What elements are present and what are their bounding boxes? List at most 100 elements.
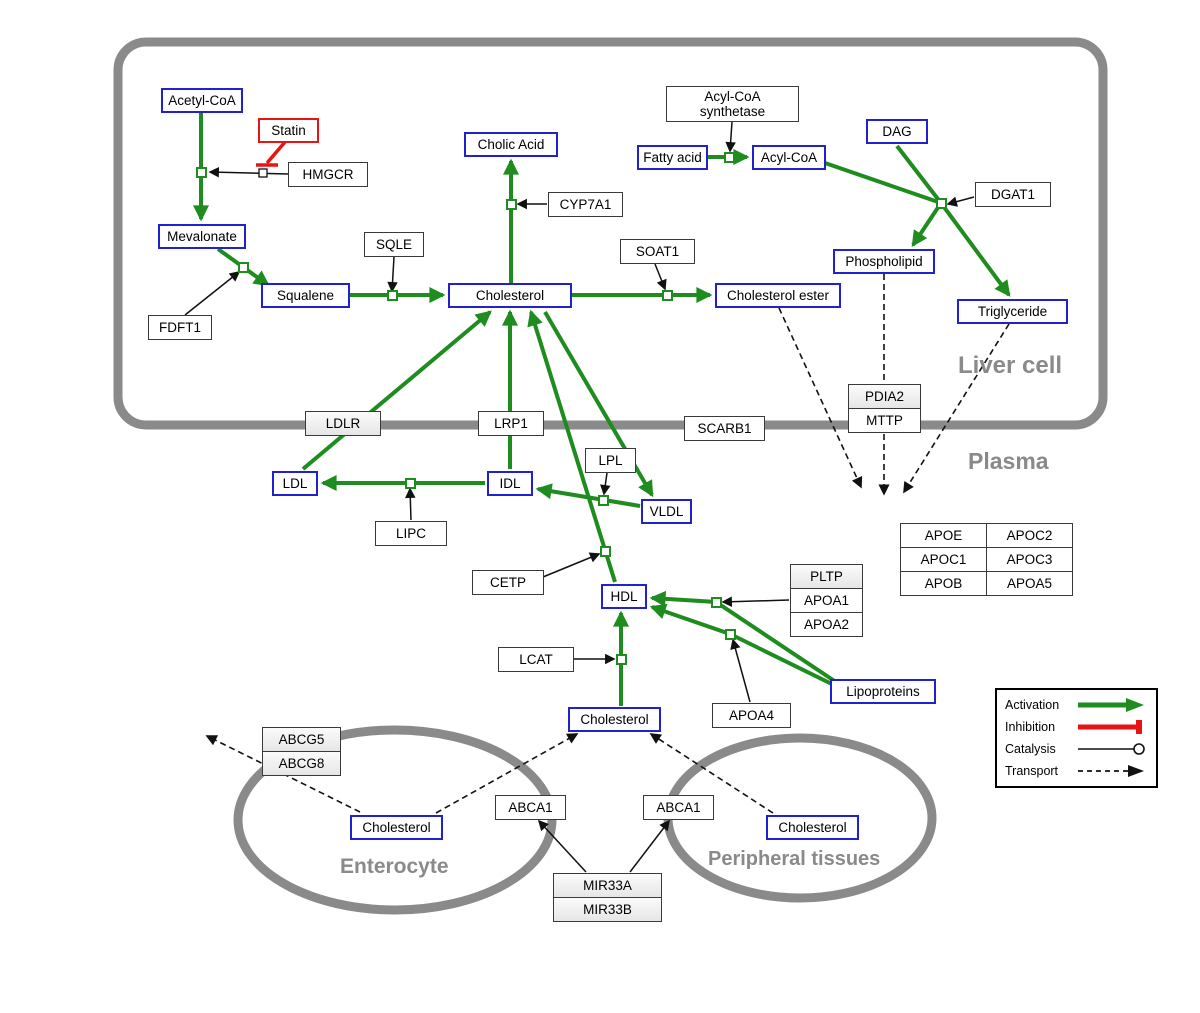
edge-sqle-catalysis	[387, 256, 398, 293]
anchor-acylcoa-synthetase	[724, 152, 735, 163]
anchor-apoa4	[725, 629, 736, 640]
anchor-dgat1	[936, 198, 947, 209]
gene-cetp[interactable]: CETP	[472, 570, 544, 595]
inhibition-tbar-glyph	[1078, 720, 1142, 734]
node-acyl-coa[interactable]: Acyl-CoA	[752, 145, 826, 170]
node-triglyceride[interactable]: Triglyceride	[957, 299, 1068, 324]
node-cholesterol-plasma[interactable]: Cholesterol	[568, 707, 661, 732]
edge-ldl-cholesterol	[301, 310, 492, 471]
anchor-pltp-apoa	[711, 597, 722, 608]
node-mevalonate[interactable]: Mevalonate	[158, 224, 246, 249]
node-cholesterol-peripheral[interactable]: Cholesterol	[766, 815, 859, 840]
gene-apoc2[interactable]: APOC2	[986, 523, 1073, 548]
edge-dgat1-catalysis	[946, 196, 975, 207]
node-statin[interactable]: Statin	[258, 118, 319, 143]
gene-mir33a[interactable]: MIR33A	[553, 873, 662, 898]
node-dag[interactable]: DAG	[866, 119, 928, 144]
gene-lcat[interactable]: LCAT	[498, 647, 574, 672]
node-cholesterol-enterocyte[interactable]: Cholesterol	[350, 815, 443, 840]
edge-acylcoa-junction	[824, 161, 942, 205]
node-ldl[interactable]: LDL	[272, 471, 318, 496]
gene-fdft1[interactable]: FDFT1	[148, 315, 212, 340]
gene-abcg8[interactable]: ABCG8	[262, 751, 341, 776]
gene-mttp[interactable]: MTTP	[848, 408, 921, 433]
gene-pdia2[interactable]: PDIA2	[848, 384, 921, 409]
edge-apoa4-catalysis	[730, 638, 751, 703]
edge-statin-hmgcr-inhibition	[265, 140, 287, 165]
acs-line1: Acyl-CoA	[704, 89, 761, 104]
edge-cetp-catalysis	[542, 552, 601, 578]
edge-hdl-cholesterol	[527, 309, 617, 583]
edge-triglyceride-plasma	[903, 323, 1010, 494]
node-cholesterol-ester[interactable]: Cholesterol ester	[715, 283, 841, 308]
activation-edges	[193, 113, 1011, 706]
node-acetyl-coa[interactable]: Acetyl-CoA	[161, 88, 243, 113]
catalysis-circle-glyph	[1078, 743, 1145, 755]
node-cholic-acid[interactable]: Cholic Acid	[464, 132, 558, 157]
gene-abca1-peripheral[interactable]: ABCA1	[643, 795, 714, 820]
gene-scarb1[interactable]: SCARB1	[684, 416, 765, 441]
edge-mir33-abca1-right	[629, 819, 670, 873]
gene-apoa5[interactable]: APOA5	[986, 571, 1073, 596]
anchor-cyp7a1	[506, 199, 517, 210]
gene-apoa4[interactable]: APOA4	[712, 703, 791, 728]
catalysis-edges	[184, 121, 975, 873]
edge-dag-junction	[895, 144, 943, 205]
gene-dgat1[interactable]: DGAT1	[975, 182, 1051, 207]
node-phospholipid[interactable]: Phospholipid	[833, 249, 935, 274]
edge-junction-phospholipid	[911, 201, 943, 247]
gene-abca1-enterocyte[interactable]: ABCA1	[495, 795, 566, 820]
gene-pltp[interactable]: PLTP	[790, 564, 863, 589]
edge-fdft1-catalysis	[184, 271, 241, 316]
gene-apoa2[interactable]: APOA2	[790, 612, 863, 637]
node-vldl[interactable]: VLDL	[641, 499, 692, 524]
legend-row-activation: Activation	[1005, 697, 1148, 713]
node-idl[interactable]: IDL	[487, 471, 533, 496]
gene-sqle[interactable]: SQLE	[364, 232, 424, 257]
legend-row-inhibition: Inhibition	[1005, 719, 1148, 735]
edge-peripheral-cholesterol-efflux	[649, 733, 774, 814]
gene-apoe[interactable]: APOE	[900, 523, 987, 548]
acs-line2: synthetase	[699, 104, 766, 119]
gene-lpl[interactable]: LPL	[585, 448, 636, 473]
gene-mir33b[interactable]: MIR33B	[553, 897, 662, 922]
anchor-soat1	[662, 290, 673, 301]
edge-pltp-apoa-catalysis	[721, 596, 790, 607]
anchor-lcat	[616, 654, 627, 665]
gene-lrp1[interactable]: LRP1	[478, 411, 544, 436]
edge-vldl-idl	[535, 483, 641, 508]
edge-soat1-catalysis	[654, 263, 667, 291]
edge-junction-triglyceride	[939, 201, 1011, 297]
gene-soat1[interactable]: SOAT1	[620, 239, 695, 264]
edge-enterocyte-cholesterol-efflux	[435, 733, 579, 814]
legend-transport-label: Transport	[1005, 764, 1059, 778]
gene-apoa1[interactable]: APOA1	[790, 588, 863, 613]
gene-lipc[interactable]: LIPC	[375, 521, 447, 546]
node-hdl[interactable]: HDL	[601, 584, 647, 609]
legend-inhibition-label: Inhibition	[1005, 720, 1056, 734]
gene-ldlr[interactable]: LDLR	[305, 411, 381, 436]
node-squalene[interactable]: Squalene	[261, 283, 350, 308]
node-lipoproteins[interactable]: Lipoproteins	[830, 679, 936, 704]
enterocyte-label: Enterocyte	[340, 855, 449, 878]
liver-cell-membrane	[113, 37, 1108, 430]
gene-apoc3[interactable]: APOC3	[986, 547, 1073, 572]
gene-hmgcr[interactable]: HMGCR	[288, 162, 368, 187]
gene-apoc1[interactable]: APOC1	[900, 547, 987, 572]
gene-cyp7a1[interactable]: CYP7A1	[548, 192, 623, 217]
edge-lpl-catalysis	[600, 472, 611, 496]
gene-abcg5[interactable]: ABCG5	[262, 727, 341, 752]
node-cholesterol-liver[interactable]: Cholesterol	[448, 283, 572, 308]
peripheral-tissues-label: Peripheral tissues	[708, 848, 881, 870]
edge-hmgcr-catalysis	[208, 166, 289, 178]
legend-row-catalysis: Catalysis	[1005, 741, 1148, 757]
gene-acyl-coa-synthetase[interactable]: Acyl-CoA synthetase	[666, 86, 799, 122]
legend-row-transport: Transport	[1005, 763, 1148, 779]
gene-apob[interactable]: APOB	[900, 571, 987, 596]
transport-dashed-arrow-glyph	[1078, 765, 1144, 777]
anchor-lipc	[405, 478, 416, 489]
edge-cholesterolester-plasma	[778, 307, 863, 489]
node-fatty-acid[interactable]: Fatty acid	[637, 145, 708, 170]
